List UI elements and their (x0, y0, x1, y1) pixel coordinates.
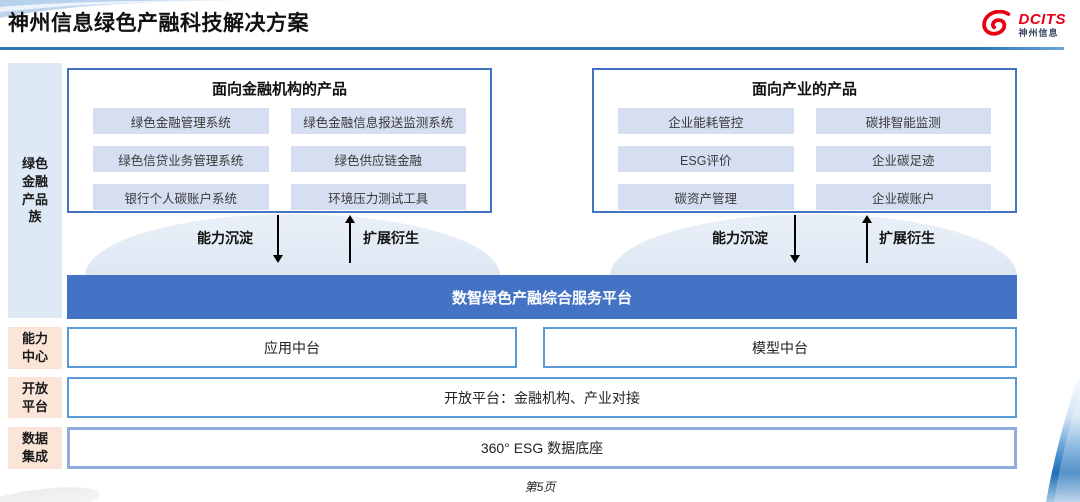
logo-text: DCITS 神州信息 (1019, 12, 1067, 38)
product-item: 银行个人碳账户系统 (93, 184, 269, 210)
capability-settling-label: 能力沉淀 (712, 230, 768, 246)
dcits-logo-icon (981, 10, 1010, 36)
sidebar-item-green-finance-products: 绿色金融产品族 (8, 63, 62, 318)
arrow-up-icon (345, 215, 355, 263)
sidebar-label: 能力中心 (21, 331, 48, 364)
industry-products-grid: 企业能耗管控 碳排智能监测 ESG评价 企业碳足迹 碳资产管理 企业碳账户 (618, 108, 991, 210)
expansion-derivation-label: 扩展衍生 (879, 230, 935, 246)
arrow-down-icon (790, 215, 800, 263)
page-title: 神州信息绿色产融科技解决方案 (8, 12, 309, 35)
esg-data-base-box: 360° ESG 数据底座 (67, 427, 1017, 469)
title-underline (0, 47, 1064, 50)
capability-settling-label: 能力沉淀 (197, 230, 253, 246)
product-item: 企业碳足迹 (815, 146, 991, 172)
integrated-service-platform-bar: 数智绿色产融综合服务平台 (67, 275, 1017, 319)
product-item: 绿色信贷业务管理系统 (93, 146, 269, 172)
dome-decoration-right (610, 214, 1017, 276)
logo-main-text: DCITS (1018, 11, 1066, 28)
sidebar-label: 数据集成 (21, 431, 48, 464)
product-item: 企业碳账户 (815, 184, 991, 210)
dome-decoration-left (85, 214, 500, 276)
product-item: 绿色金融管理系统 (93, 108, 269, 134)
logo-sub-text: 神州信息 (1018, 28, 1059, 38)
product-item: 绿色金融信息报送监测系统 (290, 108, 466, 134)
open-platform-box: 开放平台：金融机构、产业对接 (67, 377, 1017, 418)
sidebar-item-data-integration: 数据集成 (8, 427, 62, 469)
financial-products-title: 面向金融机构的产品 (211, 81, 347, 98)
product-item: 绿色供应链金融 (290, 146, 466, 172)
arrow-up-icon (862, 215, 872, 263)
arrow-down-icon (273, 215, 283, 263)
product-item: 环境压力测试工具 (290, 184, 466, 210)
application-middle-platform-box: 应用中台 (67, 327, 517, 368)
sidebar-label: 开放平台 (21, 380, 48, 414)
financial-products-grid: 绿色金融管理系统 绿色金融信息报送监测系统 绿色信贷业务管理系统 绿色供应链金融… (93, 108, 466, 210)
financial-products-box: 面向金融机构的产品 绿色金融管理系统 绿色金融信息报送监测系统 绿色信贷业务管理… (67, 68, 492, 213)
product-item: 碳排智能监测 (815, 108, 991, 134)
industry-products-box: 面向产业的产品 企业能耗管控 碳排智能监测 ESG评价 企业碳足迹 碳资产管理 … (592, 68, 1017, 213)
product-item: 碳资产管理 (618, 184, 794, 210)
expansion-derivation-label: 扩展衍生 (363, 230, 419, 246)
sidebar-label: 绿色金融产品族 (21, 156, 48, 225)
sidebar-item-open-platform: 开放平台 (8, 377, 62, 418)
sidebar-item-capability-center: 能力中心 (8, 327, 62, 369)
page-number: 第5页 (524, 480, 556, 494)
product-item: ESG评价 (618, 146, 794, 172)
company-logo: DCITS 神州信息 (980, 10, 1067, 40)
product-item: 企业能耗管控 (618, 108, 794, 134)
industry-products-title: 面向产业的产品 (751, 81, 857, 98)
model-middle-platform-box: 模型中台 (543, 327, 1017, 368)
